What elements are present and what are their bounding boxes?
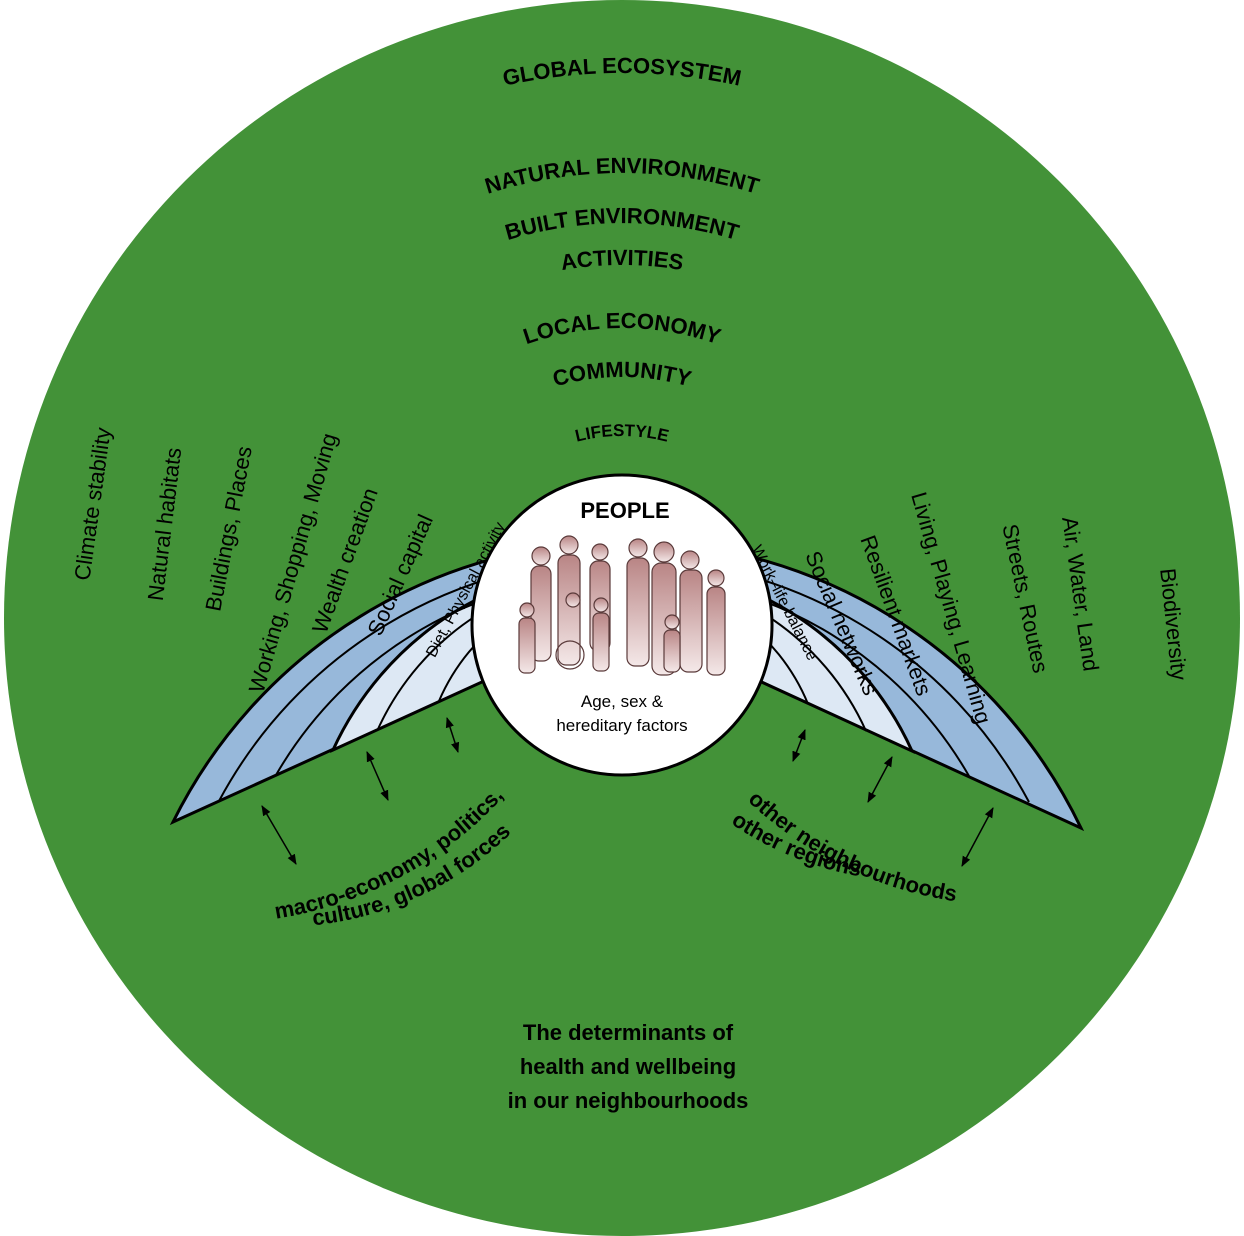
people-icon <box>518 535 726 676</box>
caption-line-2: health and wellbeing <box>520 1054 736 1079</box>
caption-line-3: in our neighbourhoods <box>508 1088 749 1113</box>
people-title: PEOPLE <box>580 498 669 523</box>
center-line-1: Age, sex & <box>581 692 664 711</box>
influence-arrows <box>261 717 994 867</box>
caption-line-1: The determinants of <box>523 1020 734 1045</box>
diagram-caption: The determinants of health and wellbeing… <box>508 1020 749 1113</box>
center-line-2: hereditary factors <box>556 716 687 735</box>
